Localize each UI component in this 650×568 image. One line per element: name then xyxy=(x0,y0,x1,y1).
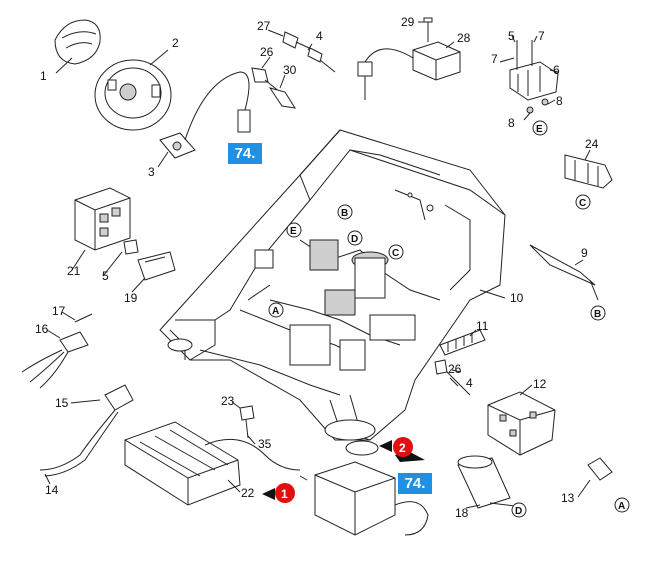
step-marker-1: 1 xyxy=(262,483,295,503)
reference-tag-74-bottom[interactable]: 74. xyxy=(398,473,432,494)
label-part-24: 24 xyxy=(585,137,599,151)
part-16-relay[interactable] xyxy=(21,331,89,389)
part-2-control-housing[interactable] xyxy=(94,59,172,131)
label-part-15: 15 xyxy=(55,396,69,410)
label-part-22: 22 xyxy=(241,486,255,500)
part-29-screw[interactable] xyxy=(423,17,433,42)
part-28-junction-box[interactable] xyxy=(357,41,461,100)
part-18-capacitor[interactable] xyxy=(457,455,516,509)
part-5-small-fitting[interactable] xyxy=(123,239,139,255)
part-19-mount-bracket[interactable] xyxy=(137,251,176,281)
label-part-13: 13 xyxy=(561,491,575,505)
part-30-plug[interactable] xyxy=(268,87,297,109)
svg-text:D: D xyxy=(351,234,358,245)
label-part-7-right: 7 xyxy=(538,29,545,43)
part-26-clamp[interactable] xyxy=(251,67,281,93)
label-part-19: 19 xyxy=(124,291,138,305)
label-part-9: 9 xyxy=(581,246,588,260)
part-13-switch[interactable] xyxy=(587,457,613,481)
svg-text:A: A xyxy=(272,306,279,317)
label-part-5-right: 5 xyxy=(508,29,515,43)
part-22-resistor-block[interactable] xyxy=(124,421,241,506)
part-21-contactor[interactable] xyxy=(74,187,131,251)
marker-C-1: C xyxy=(388,244,404,260)
label-part-35: 35 xyxy=(258,437,272,451)
label-part-6: 6 xyxy=(553,63,560,77)
svg-text:B: B xyxy=(594,309,601,320)
part-23-screw[interactable] xyxy=(239,405,255,439)
part-26-clamp-lower[interactable] xyxy=(434,359,471,396)
label-part-8-left: 8 xyxy=(508,116,515,130)
svg-text:A: A xyxy=(618,501,625,512)
label-part-4-lower: 4 xyxy=(466,376,473,390)
battery-box[interactable] xyxy=(314,461,429,536)
label-part-17: 17 xyxy=(52,304,66,318)
label-part-26-lower: 26 xyxy=(448,362,462,376)
svg-text:B: B xyxy=(341,208,348,219)
label-part-21: 21 xyxy=(67,264,81,278)
svg-text:2: 2 xyxy=(399,441,406,455)
label-part-16: 16 xyxy=(35,322,49,336)
marker-A-1: A xyxy=(268,302,284,318)
main-housing xyxy=(159,129,506,456)
part-6-terminal-strip[interactable] xyxy=(509,40,559,114)
svg-text:D: D xyxy=(515,506,522,517)
svg-text:1: 1 xyxy=(281,487,288,501)
part-3-switch[interactable] xyxy=(159,71,251,159)
reference-tag-74-top[interactable]: 74. xyxy=(228,143,262,164)
label-part-3: 3 xyxy=(148,165,155,179)
label-part-23: 23 xyxy=(221,394,235,408)
marker-B-1: B xyxy=(337,204,353,220)
label-part-1: 1 xyxy=(40,69,47,83)
label-part-28: 28 xyxy=(457,31,471,45)
label-part-18: 18 xyxy=(455,506,469,520)
label-part-10: 10 xyxy=(510,291,524,305)
label-part-27: 27 xyxy=(257,19,271,33)
marker-C-2: C xyxy=(575,194,591,210)
marker-B-2: B xyxy=(590,305,606,321)
part-24-bracket[interactable] xyxy=(564,154,613,189)
svg-text:E: E xyxy=(290,226,297,237)
label-part-12: 12 xyxy=(533,377,547,391)
step-marker-2: 2 xyxy=(379,437,425,462)
label-part-7-left: 7 xyxy=(491,52,498,66)
part-9-blade[interactable] xyxy=(529,244,599,301)
label-part-8-right: 8 xyxy=(556,94,563,108)
label-part-30: 30 xyxy=(283,63,297,77)
part-15-switch[interactable] xyxy=(79,384,134,411)
svg-text:C: C xyxy=(392,248,399,259)
svg-text:E: E xyxy=(536,124,543,135)
svg-text:C: C xyxy=(579,198,586,209)
circle-letter-markers: E B D C A E C B A D xyxy=(268,120,630,518)
label-part-29: 29 xyxy=(401,15,415,29)
part-17-pin[interactable] xyxy=(74,313,93,323)
part-1-knob[interactable] xyxy=(54,19,101,65)
marker-D-2: D xyxy=(511,502,527,518)
part-35-cable[interactable] xyxy=(204,438,301,471)
label-part-5: 5 xyxy=(102,269,109,283)
marker-E-1: E xyxy=(286,222,302,238)
marker-A-2: A xyxy=(614,497,630,513)
part-11-terminal-strip[interactable] xyxy=(439,329,486,356)
label-part-4-top: 4 xyxy=(316,29,323,43)
label-part-11: 11 xyxy=(476,319,489,333)
part-12-control-module[interactable] xyxy=(487,391,556,456)
part-number-labels: 1 2 3 4 5 6 7 8 9 10 11 12 13 14 15 16 1… xyxy=(35,15,599,520)
part-14-power-cable[interactable] xyxy=(39,409,119,477)
marker-D-1: D xyxy=(347,230,363,246)
label-part-2: 2 xyxy=(172,36,179,50)
label-part-26-top: 26 xyxy=(260,45,274,59)
label-part-14: 14 xyxy=(45,483,59,497)
leader-lines xyxy=(44,21,591,509)
marker-E-2: E xyxy=(532,120,548,136)
part-4-cable-end-top[interactable] xyxy=(307,47,336,73)
